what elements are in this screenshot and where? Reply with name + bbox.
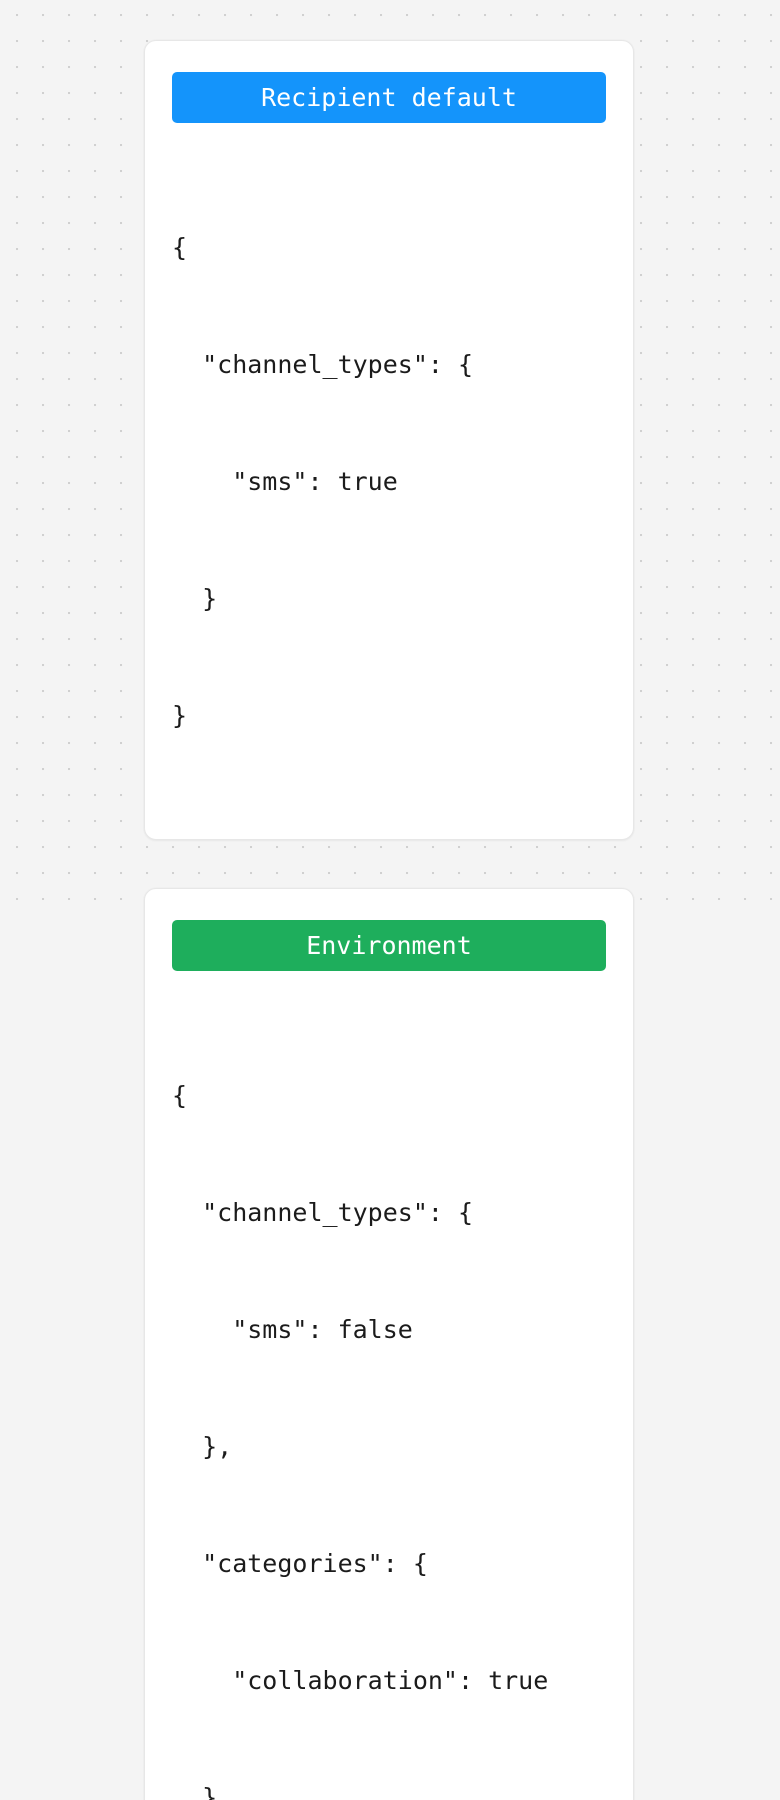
json-line: }, bbox=[172, 1432, 233, 1461]
json-line: "channel_types": { bbox=[172, 1198, 474, 1227]
json-line: "sms": true bbox=[172, 467, 398, 496]
json-block-environment: { "channel_types": { "sms": false }, "ca… bbox=[172, 998, 606, 1800]
json-block-recipient-default: { "channel_types": { "sms": true } } bbox=[172, 150, 606, 813]
json-line: { bbox=[172, 233, 188, 262]
card-recipient-default: Recipient default { "channel_types": { "… bbox=[144, 40, 634, 840]
card-environment: Environment { "channel_types": { "sms": … bbox=[144, 888, 634, 1800]
card-stack: Recipient default { "channel_types": { "… bbox=[144, 40, 634, 1800]
card-header-recipient-default: Recipient default bbox=[172, 72, 606, 123]
json-line: } bbox=[172, 1783, 218, 1800]
json-line: "categories": { bbox=[172, 1549, 428, 1578]
json-line: } bbox=[172, 701, 188, 730]
card-header-environment: Environment bbox=[172, 920, 606, 971]
json-line: "sms": false bbox=[172, 1315, 413, 1344]
json-line: "channel_types": { bbox=[172, 350, 474, 379]
json-line: { bbox=[172, 1081, 188, 1110]
json-line: "collaboration": true bbox=[172, 1666, 549, 1695]
json-line: } bbox=[172, 584, 218, 613]
